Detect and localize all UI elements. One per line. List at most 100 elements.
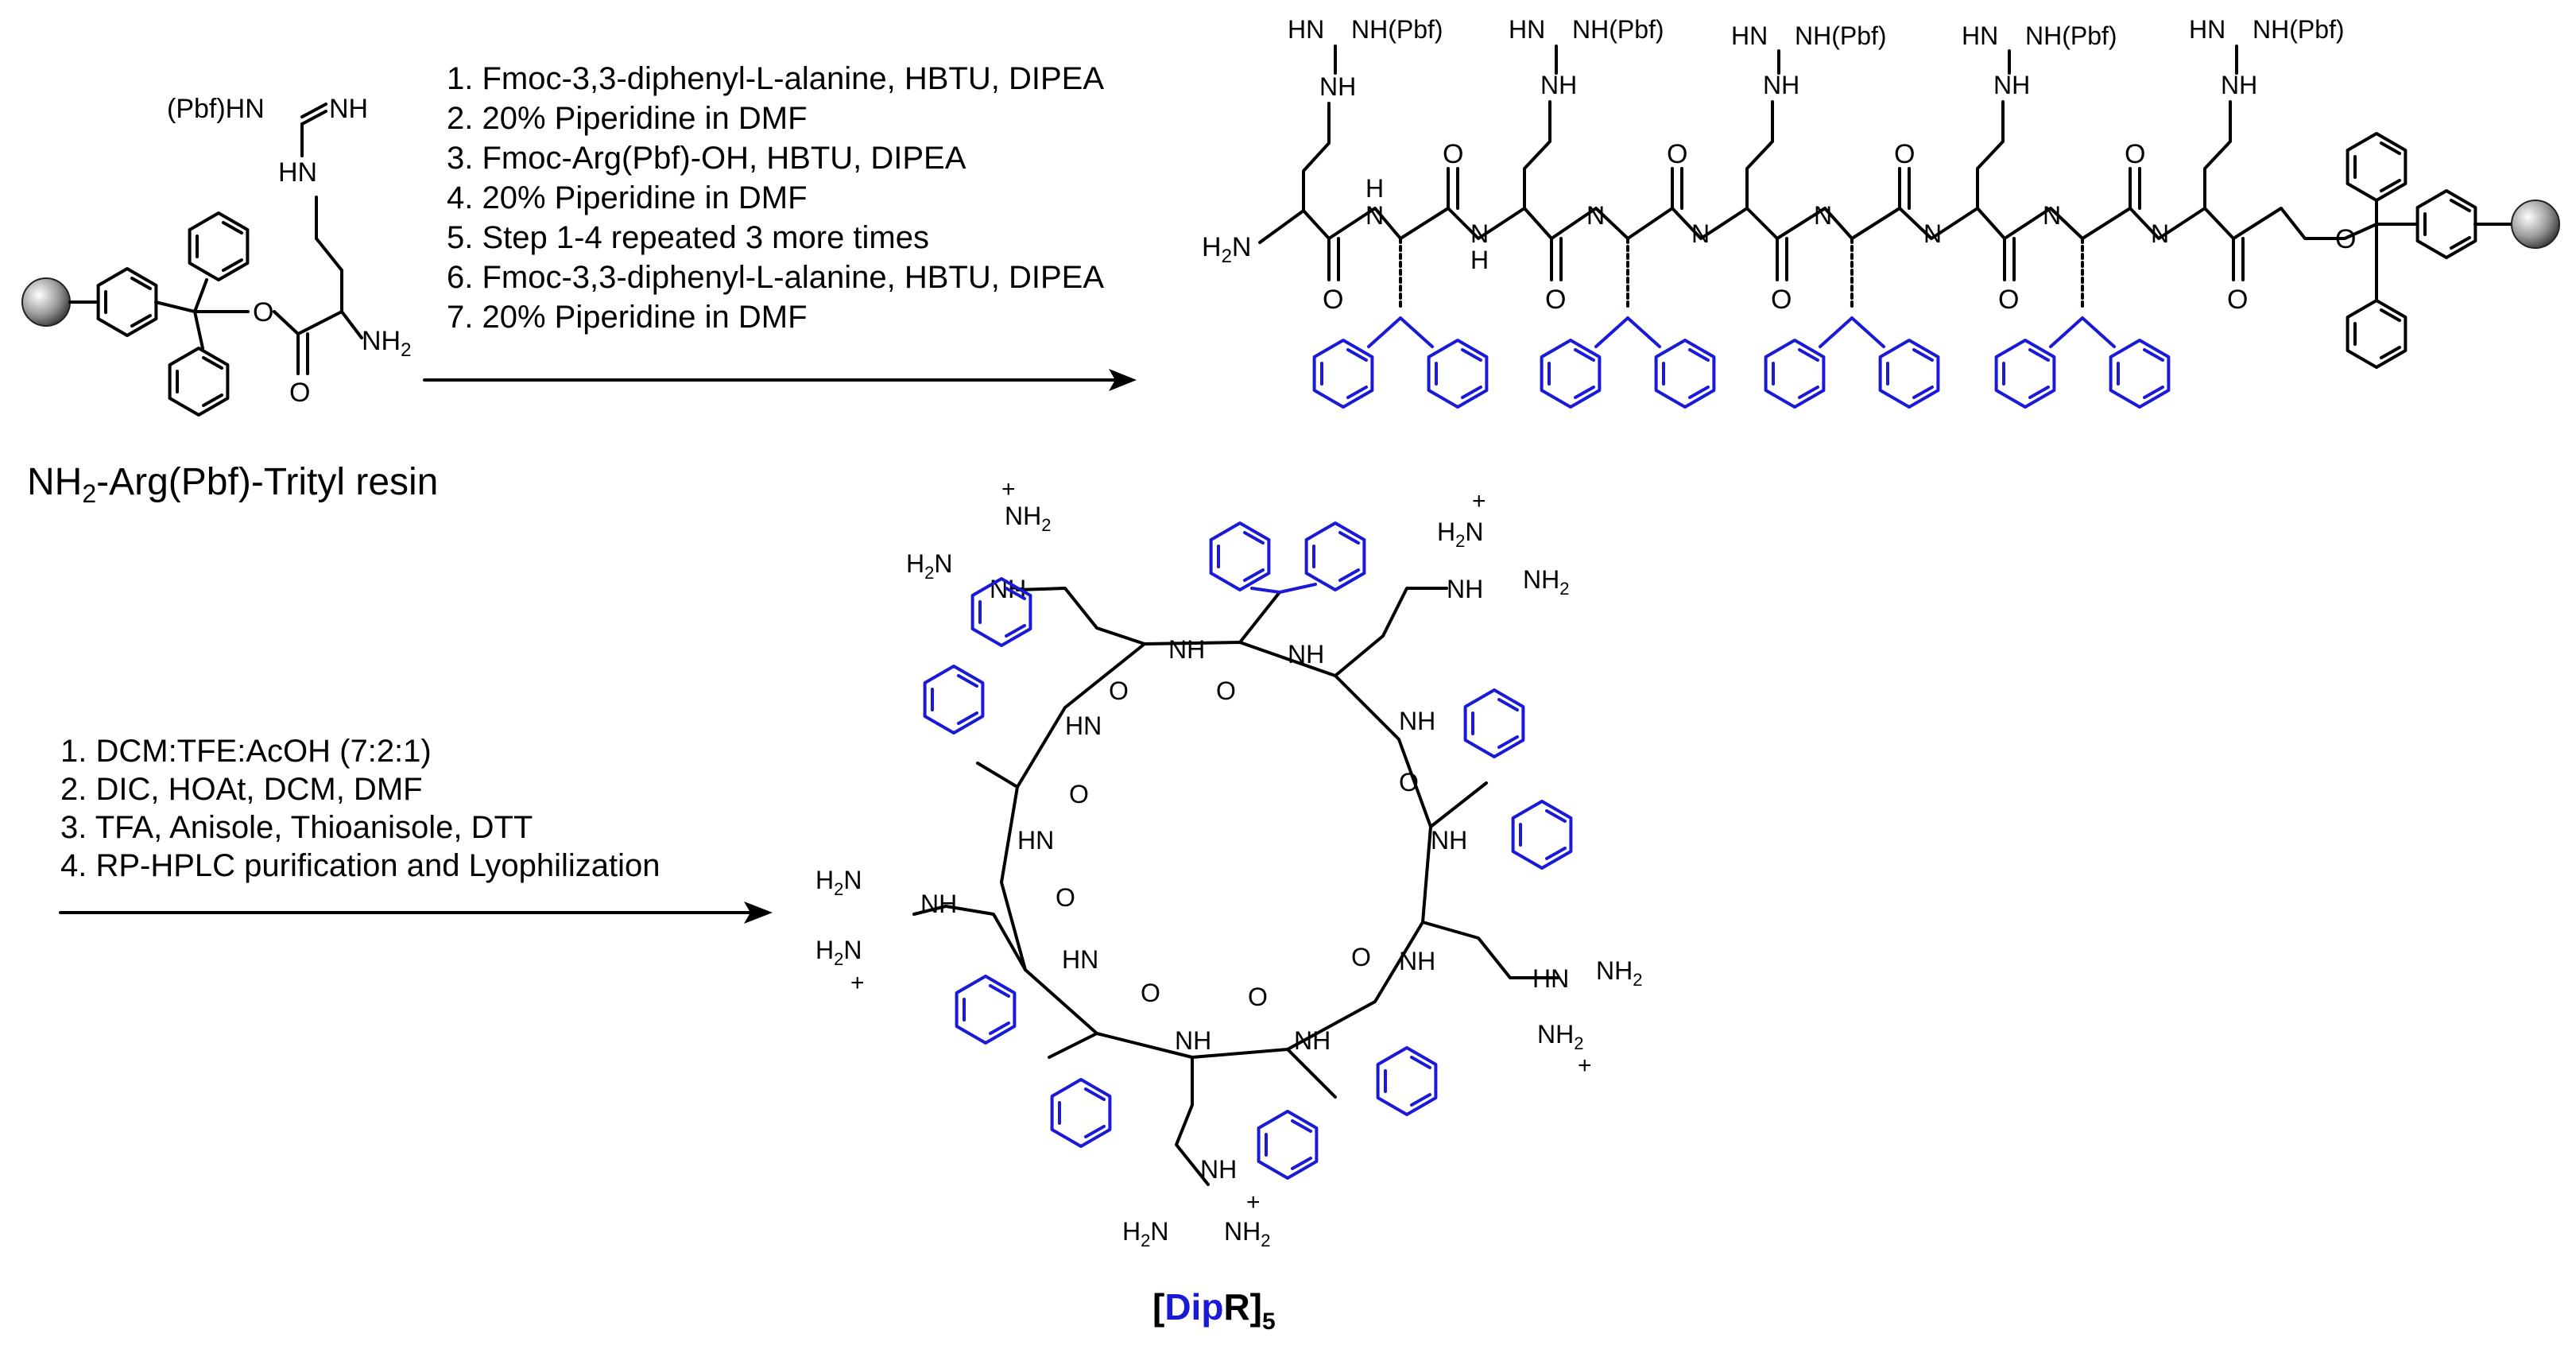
guan-h2n: H2N [1122, 1217, 1168, 1250]
pbf-hn: (Pbf)HN [167, 94, 265, 124]
guan-nh-pbf: NH(Pbf) [1351, 15, 1443, 44]
guan-hn: HN [1288, 15, 1324, 44]
step-2-1: 1. DCM:TFE:AcOH (7:2:1) [60, 734, 432, 769]
guan-h2n: H2N [1437, 518, 1483, 551]
carbonyl-o: O [2125, 139, 2145, 169]
cyclic-peptide: NH NH NH NH NH NH NH HN HN HN O O O O O … [815, 476, 1642, 1335]
dip-side-chains [1315, 237, 2169, 407]
trityl-phenyl-ring [96, 267, 158, 337]
guanidinium-arms [912, 587, 1559, 1186]
resin-bead [21, 277, 71, 327]
amide-n: N [1691, 219, 1710, 248]
guan-nh-pbf: NH(Pbf) [1572, 15, 1664, 44]
step-7: 7. 20% Piperidine in DMF [447, 300, 808, 335]
amide-n: N [1814, 201, 1832, 230]
arrow-head-2 [744, 901, 773, 924]
ring-hn: HN [1062, 945, 1098, 974]
ring-nh: NH [1168, 635, 1205, 664]
step-1: 1. Fmoc-3,3-diphenyl-L-alanine, HBTU, DI… [447, 61, 1104, 96]
guan-nh2: NH2 [1523, 565, 1569, 599]
carbonyl-o: O [1667, 139, 1687, 169]
ring-o: O [1109, 676, 1129, 705]
carbonyls [1327, 167, 2245, 281]
guan-nh2: NH2 [1224, 1217, 1270, 1250]
starting-material-label: NH2-Arg(Pbf)-Trityl resin [27, 461, 438, 508]
guan-nh: NH [1447, 575, 1483, 603]
arg-nh: NH [1763, 71, 1799, 99]
amide-n: N [2151, 219, 2169, 248]
reaction-2-conditions: 1. DCM:TFE:AcOH (7:2:1) 2. DIC, HOAt, DC… [59, 734, 773, 924]
linear-peptide-on-resin: H2N O O O O O O O O O O NH N H N N N N N… [1202, 15, 2560, 407]
starting-material: O O NH2 HN (Pbf)HN NH NH2-Arg(Pbf)-Trity… [21, 94, 438, 508]
guan-hn: HN [1532, 964, 1569, 993]
charge-plus: + [1246, 1189, 1261, 1215]
carbonyl-o: O [1443, 139, 1463, 169]
amide-nh: NH [1365, 174, 1384, 230]
ring-nh: NH [1399, 947, 1435, 975]
guan-hn: HN [1962, 21, 1998, 50]
ring-hn: HN [1017, 826, 1054, 855]
ring-nh: NH [1431, 826, 1467, 855]
carbonyl-o: O [1323, 285, 1343, 315]
cyclic-dip-side-chains [923, 521, 1573, 1180]
amide-nh: N [1470, 219, 1489, 248]
ester-o: O [2335, 224, 2356, 254]
guan-nh2: NH2 [1537, 1020, 1583, 1053]
ring-o: O [1399, 768, 1419, 797]
trityl-ring-para [2415, 189, 2477, 259]
ring-nh: NH [1294, 1026, 1331, 1055]
amide-h: H [1470, 246, 1489, 274]
resin-bead [2511, 200, 2560, 249]
arg-nh: NH [2221, 71, 2257, 99]
carbonyl-o: O [2227, 285, 2248, 315]
guan-nh: NH [1200, 1155, 1237, 1184]
guan-nh2: NH2 [1596, 956, 1642, 990]
amide-n: N [1923, 219, 1942, 248]
guan-hn: HN [2189, 15, 2225, 44]
amide-n: N [2043, 201, 2061, 230]
step-5: 5. Step 1-4 repeated 3 more times [447, 220, 929, 255]
arrow-head-1 [1109, 369, 1137, 391]
reaction-1-conditions: 1. Fmoc-3,3-diphenyl-L-alanine, HBTU, DI… [423, 61, 1137, 391]
ring-o: O [1351, 943, 1371, 971]
carbonyl-oxygen: O [289, 378, 310, 408]
trityl-ring-top [2346, 132, 2407, 202]
carbonyl-o: O [1771, 285, 1792, 315]
ring-o: O [1069, 780, 1089, 808]
step-4: 4. 20% Piperidine in DMF [447, 180, 808, 215]
ester-oxygen: O [253, 297, 273, 328]
arg-nh: NH [1993, 71, 2030, 99]
carbonyl-o: O [1894, 139, 1915, 169]
carbonyl-o: O [1545, 285, 1566, 315]
product-label: [DipR]5 [1152, 1286, 1276, 1335]
ring-o: O [1216, 676, 1236, 705]
guan-h2n: H2N [906, 549, 952, 583]
guan-hn: HN [1509, 15, 1545, 44]
carbonyl-o: O [1998, 285, 2019, 315]
charge-plus: + [1472, 488, 1486, 514]
side-chain-hn: HN [278, 157, 317, 188]
guan-nh-pbf: NH(Pbf) [2025, 21, 2117, 50]
guanidine-imine: NH [329, 94, 368, 124]
guan-hn: HN [1731, 21, 1768, 50]
trityl-phenyl-ring-bottom [168, 347, 230, 417]
ring-hn: HN [1065, 711, 1102, 740]
amide-n: N [1586, 201, 1605, 230]
n-terminal-amine: H2N [1202, 232, 1251, 267]
step-2: 2. 20% Piperidine in DMF [447, 101, 808, 136]
step-2-3: 3. TFA, Anisole, Thioanisole, DTT [60, 810, 533, 845]
alpha-amine: NH2 [362, 326, 411, 361]
guan-h2n: H2N [815, 866, 862, 899]
trityl-ring-bottom [2346, 299, 2407, 369]
arg-nh: NH [1540, 71, 1577, 99]
charge-plus: + [1001, 476, 1016, 502]
guanidine-carbons [1334, 45, 2238, 75]
ring-nh: NH [1288, 640, 1324, 669]
guan-nh2: NH2 [1005, 502, 1051, 535]
ring-o: O [1056, 883, 1075, 912]
trityl-phenyl-ring-top [188, 211, 250, 281]
step-2-2: 2. DIC, HOAt, DCM, DMF [60, 772, 423, 807]
step-2-4: 4. RP-HPLC purification and Lyophilizati… [60, 848, 660, 883]
ring-o: O [1141, 979, 1160, 1007]
